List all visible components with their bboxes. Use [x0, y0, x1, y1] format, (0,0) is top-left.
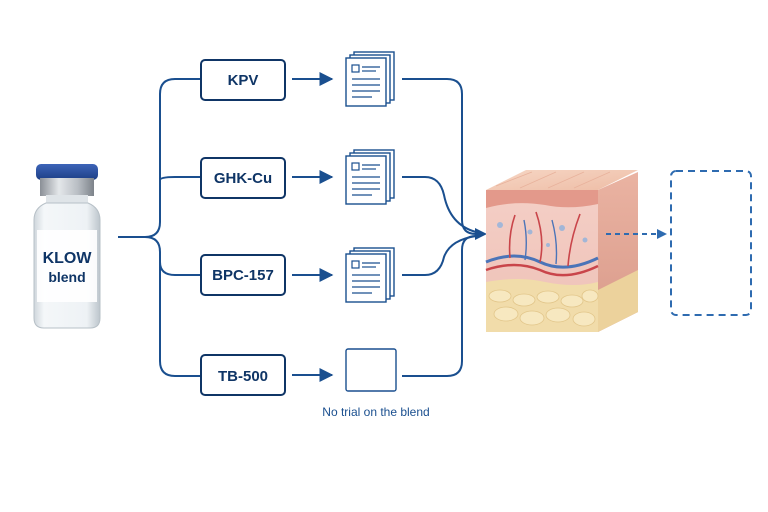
skin-tissue-cross-section-icon — [485, 170, 638, 332]
converging-connectors — [402, 78, 477, 377]
component-label: TB-500 — [218, 368, 268, 385]
vial-crimp — [40, 178, 94, 196]
vial-cap — [36, 164, 98, 180]
component-kpv: KPV — [200, 59, 286, 101]
vial: KLOW blend — [33, 164, 101, 329]
document-stack-icon — [345, 149, 395, 205]
vial-label-line2: blend — [48, 269, 85, 285]
component-bpc-157: BPC-157 — [200, 254, 286, 296]
component-label: KPV — [228, 72, 259, 89]
vial-label-panel — [37, 230, 97, 302]
vial-label-line1: KLOW — [43, 250, 93, 267]
tissue-arrowhead — [475, 228, 487, 240]
empty-dashed-box-icon — [670, 170, 752, 316]
branch-connectors — [118, 78, 201, 377]
document-stack-icon — [345, 247, 395, 303]
component-ghk-cu: GHK-Cu — [200, 157, 286, 199]
arrows-to-evidence — [292, 72, 334, 382]
component-label: BPC-157 — [212, 267, 274, 284]
document-stack-icon — [345, 51, 395, 107]
component-label: GHK-Cu — [214, 170, 272, 187]
component-tb-500: TB-500 — [200, 354, 286, 396]
dashed-arrowhead — [657, 229, 667, 239]
no-trial-caption: No trial on the blend — [322, 405, 429, 419]
empty-document-icon — [345, 348, 397, 392]
